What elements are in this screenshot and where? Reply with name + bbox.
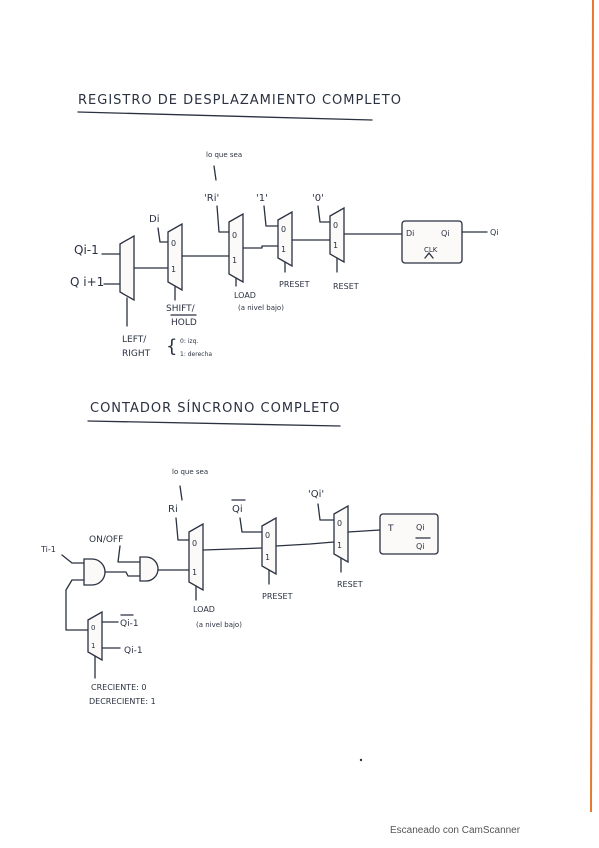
label-right: RIGHT	[122, 349, 151, 359]
title-underline-1	[77, 111, 373, 121]
stray-mark	[359, 758, 363, 762]
wire-feedback	[65, 579, 89, 631]
mux4-input-1: 1	[281, 245, 286, 254]
label-preset-2: PRESET	[262, 592, 293, 601]
label-zero-quote: '0'	[312, 193, 324, 204]
mux-direction-input-0: 0	[91, 624, 95, 632]
mux3-input-0: 0	[232, 231, 237, 240]
t-flipflop	[379, 513, 439, 555]
mux-preset-2	[261, 516, 277, 576]
mux-direction	[87, 610, 103, 662]
label-shift: SHIFT/	[166, 304, 196, 314]
label-q-prev: Qi-1	[74, 243, 99, 257]
mux2-input-0: 0	[171, 239, 176, 248]
title-underline-2	[87, 420, 341, 427]
label-load-note: (a nivel bajo)	[238, 304, 284, 312]
wire-ri	[216, 205, 230, 233]
mux3-input-1: 1	[232, 256, 237, 265]
mux-reset-2-input-1: 1	[337, 541, 342, 550]
label-load-2-note: (a nivel bajo)	[196, 621, 242, 629]
title-counter: CONTADOR SÍNCRONO COMPLETO	[90, 400, 341, 416]
label-ri: Ri	[168, 504, 178, 515]
label-lo-que-sea-2: lo que sea	[172, 468, 208, 476]
mux2-input-1: 1	[171, 265, 176, 274]
label-ti: Ti-1	[40, 545, 56, 554]
mode-decreciente: DECRECIENTE: 1	[89, 697, 156, 706]
wire-on-off	[117, 545, 141, 563]
mux-preset	[277, 210, 293, 268]
wire-reset2-tff	[347, 529, 381, 533]
wire-load2-preset2	[202, 547, 263, 551]
mux-reset-2-input-0: 0	[337, 519, 342, 528]
label-on-off: ON/OFF	[89, 535, 123, 545]
label-out-q: Qi	[490, 228, 499, 237]
mux-left-right	[119, 234, 135, 302]
wire-qi-bar	[239, 517, 263, 533]
d-flipflop	[401, 220, 463, 264]
label-lo-que-sea: lo que sea	[206, 151, 242, 159]
and-gate-2	[139, 556, 159, 582]
mux5-input-0: 0	[333, 221, 338, 230]
arrow-lo-que-sea-2	[179, 485, 183, 501]
brace: {	[166, 336, 177, 357]
mux5-input-1: 1	[333, 241, 338, 250]
arrow-lo-que-sea	[213, 165, 217, 181]
mux-load-2-input-0: 0	[192, 539, 197, 548]
mux-load-2-input-1: 1	[192, 568, 197, 577]
label-di: Di	[149, 214, 159, 225]
ff-clk-label: CLK	[424, 246, 438, 254]
wire-and1-and2	[104, 571, 141, 577]
label-q-next: Q i+1	[70, 275, 104, 289]
label-load-2: LOAD	[193, 605, 215, 614]
wire-one	[263, 205, 279, 227]
mux-reset-2	[333, 504, 349, 564]
ff-clk-edge	[424, 252, 434, 259]
tff-qbar-label: Qi	[416, 542, 425, 551]
label-load: LOAD	[234, 291, 256, 300]
paper-edge	[590, 0, 594, 813]
wire-qi-quote	[317, 503, 335, 521]
mux-preset-2-input-0: 0	[265, 531, 270, 540]
mux-load-2	[188, 522, 204, 592]
title-shift-register: REGISTRO DE DESPLAZAMIENTO COMPLETO	[78, 93, 402, 108]
mode-creciente: CRECIENTE: 0	[91, 683, 146, 692]
label-qi-quote: 'Qi'	[308, 489, 324, 500]
label-qi-bar-top: Qi	[232, 504, 243, 515]
label-qi-prev-bar: Qi-1	[120, 619, 139, 629]
tff-t-label: T	[387, 524, 394, 534]
label-preset: PRESET	[279, 280, 310, 289]
ff-q-label: Qi	[441, 229, 450, 238]
and-gate-1	[83, 558, 106, 586]
wire-preset2-reset2	[275, 541, 335, 547]
mux-preset-2-input-1: 1	[265, 553, 270, 562]
mux-direction-input-1: 1	[91, 642, 95, 650]
wire-ti	[61, 554, 85, 564]
mux-reset	[329, 206, 345, 264]
scanner-watermark: Escaneado con CamScanner	[390, 825, 521, 836]
label-hold: HOLD	[171, 318, 197, 328]
tff-q-label: Qi	[416, 523, 425, 532]
label-left: LEFT/	[122, 335, 147, 345]
label-reset-2: RESET	[337, 580, 363, 589]
wire-di	[157, 227, 169, 243]
label-qi-prev: Qi-1	[124, 646, 143, 656]
mux-shift-hold	[167, 222, 183, 292]
ff-d-label: Di	[406, 229, 414, 238]
label-ri-quote: 'Ri'	[204, 193, 219, 204]
mux4-input-0: 0	[281, 225, 286, 234]
lr-option-1: 1: derecha	[180, 351, 212, 358]
wire-zero	[317, 205, 331, 223]
label-one-quote: '1'	[256, 193, 268, 204]
wire-ri-2	[175, 517, 190, 541]
mux-load	[228, 212, 244, 284]
label-reset: RESET	[333, 282, 359, 291]
lr-option-0: 0: izq.	[180, 338, 198, 345]
wire-mux3-mux4	[242, 245, 279, 249]
